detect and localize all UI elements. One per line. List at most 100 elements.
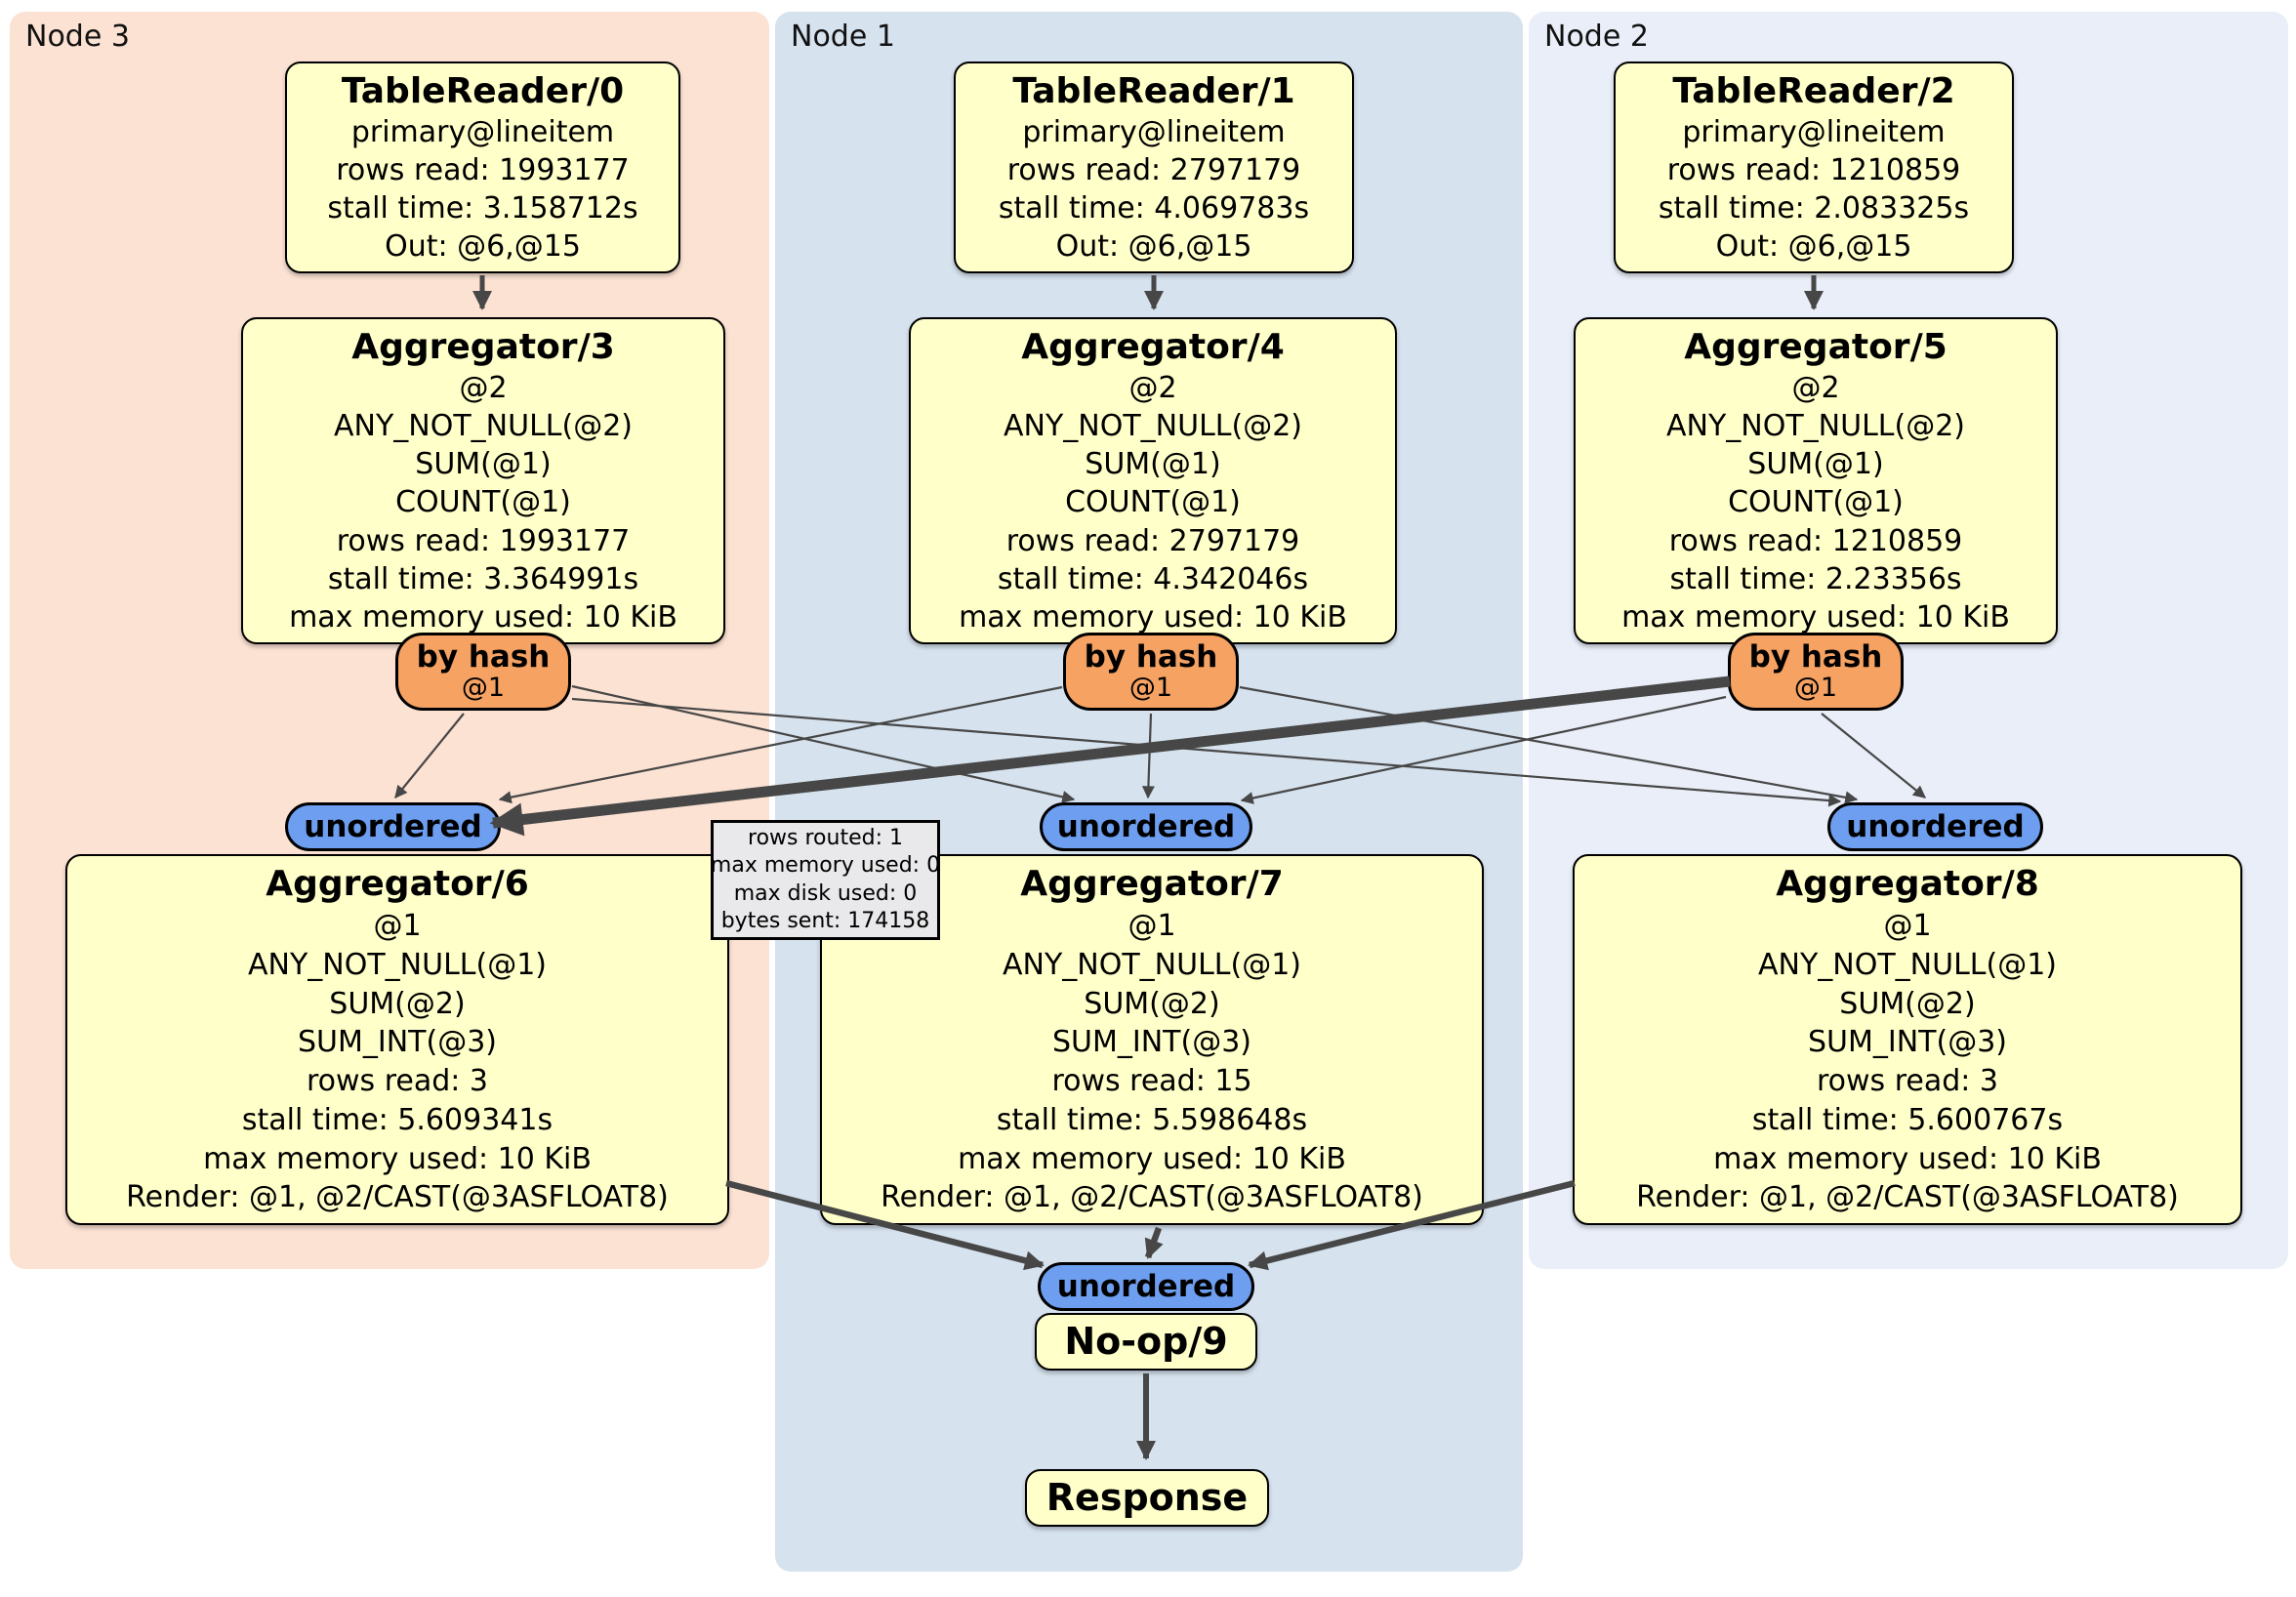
box-line: SUM(@2)	[329, 986, 466, 1021]
stream-label: unordered	[304, 809, 482, 844]
box-title: Aggregator/7	[1020, 864, 1284, 905]
box-line: rows read: 3	[1816, 1064, 1999, 1099]
box-line: rows read: 1993177	[336, 523, 631, 558]
box-title: Aggregator/4	[1021, 326, 1285, 367]
box-line: SUM(@1)	[415, 447, 552, 482]
box-line: stall time: 5.598648s	[996, 1102, 1308, 1137]
edge-byhash3-unordered-left[interactable]	[394, 713, 465, 799]
box-line: ANY_NOT_NULL(@2)	[334, 409, 633, 444]
box-line: Render: @1, @2/CAST(@3ASFLOAT8)	[881, 1180, 1423, 1215]
router-by-hash-node3: by hash @1	[395, 633, 571, 711]
box-line: max memory used: 10 KiB	[203, 1141, 592, 1176]
box-line: ANY_NOT_NULL(@1)	[1003, 947, 1301, 982]
edge-byhash4-unordered-left[interactable]	[498, 685, 1063, 804]
box-line: Out: @6,@15	[385, 228, 581, 264]
box-line: rows read: 2797179	[1006, 152, 1301, 187]
box-line: ANY_NOT_NULL(@1)	[1758, 947, 2057, 982]
edge-byhash4-unordered-center[interactable]	[1141, 713, 1155, 799]
region-node-2-label: Node 2	[1544, 20, 1649, 54]
stream-unordered-left: unordered	[285, 802, 501, 851]
box-line: max memory used: 10 KiB	[289, 599, 677, 635]
box-line: ANY_NOT_NULL(@2)	[1666, 409, 1965, 444]
box-line: rows read: 1210859	[1666, 152, 1961, 187]
box-line: max memory used: 0	[710, 853, 941, 879]
box-line: SUM(@2)	[1839, 986, 1976, 1021]
box-line: rows read: 2797179	[1005, 523, 1300, 558]
box-line: Render: @1, @2/CAST(@3ASFLOAT8)	[1636, 1180, 2179, 1215]
box-line: ANY_NOT_NULL(@1)	[248, 947, 547, 982]
edge-aggregator8-unordered-final[interactable]	[1248, 1179, 1576, 1271]
box-line: SUM(@1)	[1085, 447, 1221, 482]
box-title: Response	[1046, 1475, 1249, 1519]
box-line: COUNT(@1)	[1728, 485, 1904, 520]
router-label: by hash	[1748, 639, 1883, 676]
router-label: by hash	[1084, 639, 1218, 676]
stream-label: unordered	[1056, 809, 1236, 844]
box-line: Render: @1, @2/CAST(@3ASFLOAT8)	[126, 1180, 669, 1215]
box-response: Response	[1025, 1469, 1269, 1527]
region-node-3-label: Node 3	[25, 20, 130, 54]
box-line: SUM_INT(@3)	[1052, 1025, 1251, 1060]
box-line: COUNT(@1)	[395, 485, 571, 520]
box-line: rows read: 1993177	[336, 152, 630, 187]
box-line: SUM_INT(@3)	[298, 1025, 497, 1060]
box-line: rows read: 1210859	[1668, 523, 1963, 558]
box-line: stall time: 5.600767s	[1751, 1102, 2064, 1137]
box-line: rows read: 15	[1051, 1064, 1252, 1099]
stream-label: unordered	[1846, 809, 2025, 844]
box-title: TableReader/0	[341, 70, 625, 111]
box-line: ANY_NOT_NULL(@2)	[1004, 409, 1302, 444]
stream-unordered-final: unordered	[1038, 1262, 1254, 1311]
edge-aggregator7-unordered-final[interactable]	[1144, 1226, 1164, 1259]
stream-unordered-center: unordered	[1040, 802, 1252, 851]
box-line: max memory used: 10 KiB	[1713, 1141, 2102, 1176]
router-hash-column: @1	[461, 673, 506, 704]
edge-byhash3-unordered-right[interactable]	[571, 697, 1842, 807]
router-by-hash-node1: by hash @1	[1063, 633, 1239, 711]
box-title: Aggregator/5	[1684, 326, 1948, 367]
box-line: @2	[1791, 371, 1840, 406]
box-line: Out: @6,@15	[1715, 228, 1912, 264]
edge-aggregator6-unordered-final[interactable]	[725, 1179, 1045, 1271]
box-line: primary@lineitem	[350, 114, 615, 149]
router-hash-column: @1	[1793, 673, 1838, 704]
router-hash-column: @1	[1128, 673, 1173, 704]
box-line: stall time: 4.342046s	[997, 561, 1309, 596]
box-line: @2	[1128, 371, 1177, 406]
region-node-1-label: Node 1	[791, 20, 895, 54]
box-line: @1	[373, 909, 422, 944]
box-line: stall time: 2.083325s	[1658, 190, 1970, 225]
edge-byhash5-unordered-center[interactable]	[1240, 695, 1727, 804]
box-title: TableReader/1	[1012, 70, 1295, 111]
edge-byhash5-unordered-right[interactable]	[1821, 713, 1927, 798]
box-title: Aggregator/3	[351, 326, 615, 367]
box-line: rows routed: 1	[748, 826, 903, 851]
box-line: max memory used: 10 KiB	[958, 1141, 1346, 1176]
box-title: No-op/9	[1064, 1319, 1228, 1363]
box-line: max disk used: 0	[733, 880, 918, 906]
box-line: max memory used: 10 KiB	[1621, 599, 2010, 635]
stream-unordered-right: unordered	[1827, 802, 2043, 851]
box-line: primary@lineitem	[1682, 114, 1946, 149]
stream-label: unordered	[1056, 1269, 1236, 1304]
edge-byhash4-unordered-right[interactable]	[1239, 685, 1859, 804]
box-line: @1	[1883, 909, 1932, 944]
box-title: Aggregator/8	[1776, 864, 2039, 905]
router-label: by hash	[416, 639, 551, 676]
box-line: max memory used: 10 KiB	[959, 599, 1347, 635]
box-line: @1	[1128, 909, 1176, 944]
box-line: @2	[459, 371, 508, 406]
box-line: stall time: 4.069783s	[998, 190, 1310, 225]
edge-byhash5-unordered-left-thick[interactable]	[489, 676, 1731, 837]
box-line: COUNT(@1)	[1065, 485, 1241, 520]
box-line: SUM_INT(@3)	[1808, 1025, 2007, 1060]
box-line: SUM(@1)	[1747, 447, 1884, 482]
